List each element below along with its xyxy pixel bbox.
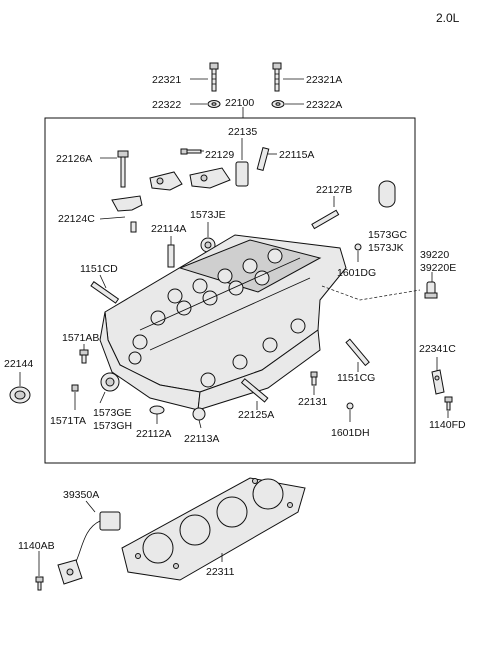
- label-22341c: 22341C: [419, 343, 456, 355]
- seal-22144: [9, 386, 31, 404]
- washer-22322a: [271, 100, 285, 108]
- bolt-22321a: [272, 62, 282, 92]
- label-22135: 22135: [228, 126, 257, 138]
- plug-1601dh: [346, 402, 354, 410]
- sensor-39350a: [57, 511, 121, 585]
- label-22115a: 22115A: [279, 149, 314, 161]
- engine-designation: 2.0L: [436, 11, 460, 25]
- bolt-1571ta: [71, 384, 79, 392]
- label-22114a: 22114A: [151, 223, 186, 235]
- seal-1573ge: [100, 372, 120, 392]
- label-22321: 22321: [152, 74, 181, 86]
- stud-1151cd: [90, 281, 120, 304]
- label-22125a: 22125A: [238, 409, 274, 421]
- seal-22113a: [192, 407, 206, 421]
- label-1151cg: 1151CG: [337, 372, 375, 384]
- label-1573ge: 1573GE: [93, 407, 132, 419]
- sensor-39220: [424, 281, 438, 299]
- bolt-22321: [209, 62, 219, 92]
- bracket-22341c: [431, 369, 445, 395]
- label-1571ta: 1571TA: [50, 415, 86, 427]
- label-22126a: 22126A: [56, 153, 92, 165]
- label-22127b: 22127B: [316, 184, 352, 196]
- label-1151cd: 1151CD: [80, 263, 118, 275]
- label-22112a: 22112A: [136, 428, 171, 440]
- stud-22125a: [240, 378, 269, 403]
- bracket-22129: [149, 167, 231, 191]
- bolt-22129: [180, 148, 202, 155]
- label-22322a: 22322A: [306, 99, 342, 111]
- label-1573gh: 1573GH: [93, 420, 132, 432]
- label-1571ab: 1571AB: [62, 332, 99, 344]
- label-1140fd: 1140FD: [429, 419, 466, 431]
- label-1573jk: 1573JK: [368, 242, 404, 254]
- plug-1573gc: [378, 180, 396, 208]
- bolt-1140fd: [444, 396, 453, 411]
- label-1573gc: 1573GC: [368, 229, 408, 241]
- label-39350a: 39350A: [63, 489, 99, 501]
- washer-22322: [207, 100, 221, 108]
- label-22321a: 22321A: [306, 74, 342, 86]
- ring-22112a: [149, 405, 165, 415]
- bolt-22126a: [117, 150, 129, 188]
- head-gasket-22311: [121, 477, 306, 581]
- label-22113a: 22113A: [184, 433, 219, 445]
- dowel-22115a: [256, 146, 270, 172]
- bolt-22131: [310, 371, 318, 386]
- label-1601dh: 1601DH: [331, 427, 370, 439]
- plug-1601dg: [354, 243, 362, 251]
- label-22311: 22311: [206, 566, 235, 578]
- label-22100: 22100: [225, 97, 254, 109]
- label-22144: 22144: [4, 358, 33, 370]
- label-39220: 39220: [420, 249, 449, 261]
- stud-1151cg: [345, 338, 370, 367]
- pipe-22135: [235, 138, 249, 187]
- bolt-1140ab: [35, 576, 44, 591]
- label-22322: 22322: [152, 99, 181, 111]
- label-1601dg: 1601DG: [337, 267, 376, 279]
- label-39220e: 39220E: [420, 262, 456, 274]
- bolt-1571ab: [79, 349, 89, 364]
- label-22129: 22129: [205, 149, 234, 161]
- label-22131: 22131: [298, 396, 327, 408]
- stud-22127b: [311, 209, 340, 230]
- dowel-22114a: [167, 244, 175, 268]
- label-22124c: 22124C: [58, 213, 95, 225]
- cylinder-head: [99, 234, 347, 411]
- label-1573je: 1573JE: [190, 209, 226, 221]
- label-1140ab: 1140AB: [18, 540, 55, 552]
- cap-22124c: [111, 195, 143, 233]
